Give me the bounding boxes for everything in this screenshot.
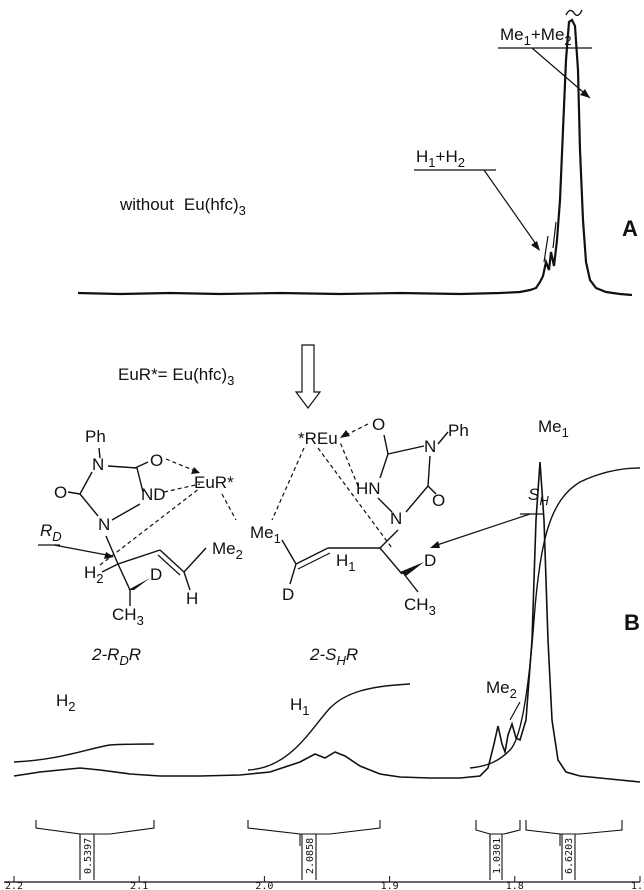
structure-right: *REu O N Ph HN O N SH Me1 D H1	[250, 415, 549, 668]
svg-text:ND: ND	[141, 485, 166, 504]
svg-text:Me1: Me1	[250, 523, 281, 546]
svg-text:CH3: CH3	[404, 595, 436, 618]
svg-text:N: N	[92, 455, 104, 474]
svg-text:Ph: Ph	[448, 421, 469, 440]
h1-h2-label: H1+H2	[416, 147, 465, 170]
svg-text:EuR*: EuR*	[194, 473, 234, 492]
svg-text:O: O	[54, 483, 67, 502]
spectrum-b-trace	[13, 461, 641, 783]
svg-text:O: O	[150, 451, 163, 470]
panel-a-label: A	[622, 216, 638, 241]
svg-text:H: H	[186, 589, 198, 608]
integral-bracket-1	[35, 820, 155, 880]
integral-me	[469, 467, 641, 769]
svg-text:CH3: CH3	[112, 605, 144, 628]
svg-text:Me2: Me2	[212, 539, 243, 562]
axis-tick-label: 2.1	[130, 881, 148, 890]
structure-left: Ph N O O ND N EuR* RD H2 D	[38, 427, 243, 668]
axis-tick-label: 1.7	[631, 881, 644, 890]
axis-tick-label: 1.9	[381, 881, 399, 890]
svg-text:O: O	[372, 415, 385, 434]
integral-h1	[247, 683, 411, 771]
panel-b-label: B	[624, 610, 640, 635]
axis-tick-label: 2.0	[255, 881, 273, 890]
compound-left-name: 2-RDR	[91, 645, 141, 668]
svg-text:D: D	[150, 565, 162, 584]
svg-text:H2: H2	[84, 563, 104, 586]
integral-bracket-3	[475, 820, 521, 880]
integral-value-4: 6.6203	[564, 838, 575, 874]
svg-text:N: N	[390, 509, 402, 528]
compound-right-name: 2-SHR	[309, 645, 358, 668]
svg-text:D: D	[424, 551, 436, 570]
peak-label-h1: H1	[290, 695, 310, 718]
svg-text:H1: H1	[336, 551, 356, 574]
me1-me2-label: Me1+Me2	[500, 25, 572, 48]
panel-b: B H2 H1 Me2 Me1 0.5397 2.0858 1.0	[4, 417, 644, 890]
integral-h2	[13, 743, 155, 763]
svg-text:N: N	[424, 437, 436, 456]
rd-label: RD	[40, 521, 62, 544]
svg-text:HN: HN	[356, 479, 381, 498]
ppm-ticks: 2.2 2.1 2.0 1.9 1.8 1.7	[5, 876, 644, 890]
integral-value-3: 1.0301	[492, 838, 503, 874]
peak-label-h2: H2	[56, 691, 76, 714]
integral-bracket-2	[247, 820, 381, 880]
down-arrow-icon	[294, 344, 322, 409]
integral-value-1: 0.5397	[83, 838, 94, 874]
peak-label-me1: Me1	[538, 417, 569, 440]
svg-text:N: N	[98, 515, 110, 534]
svg-text:O: O	[432, 491, 445, 510]
svg-text:Ph: Ph	[85, 427, 106, 446]
integral-bracket-4	[525, 820, 623, 880]
svg-text:*REu: *REu	[298, 429, 338, 448]
eur-definition: EuR*= Eu(hfc)3	[118, 365, 234, 388]
axis-tick-label: 2.2	[5, 881, 23, 890]
peak-label-me2: Me2	[486, 678, 517, 701]
reagent-arrow: EuR*= Eu(hfc)3	[118, 344, 322, 409]
svg-text:D: D	[282, 585, 294, 604]
axis-tick-label: 1.8	[506, 881, 524, 890]
integral-value-2: 2.0858	[305, 838, 316, 874]
spectrum-a-trace	[77, 18, 633, 297]
